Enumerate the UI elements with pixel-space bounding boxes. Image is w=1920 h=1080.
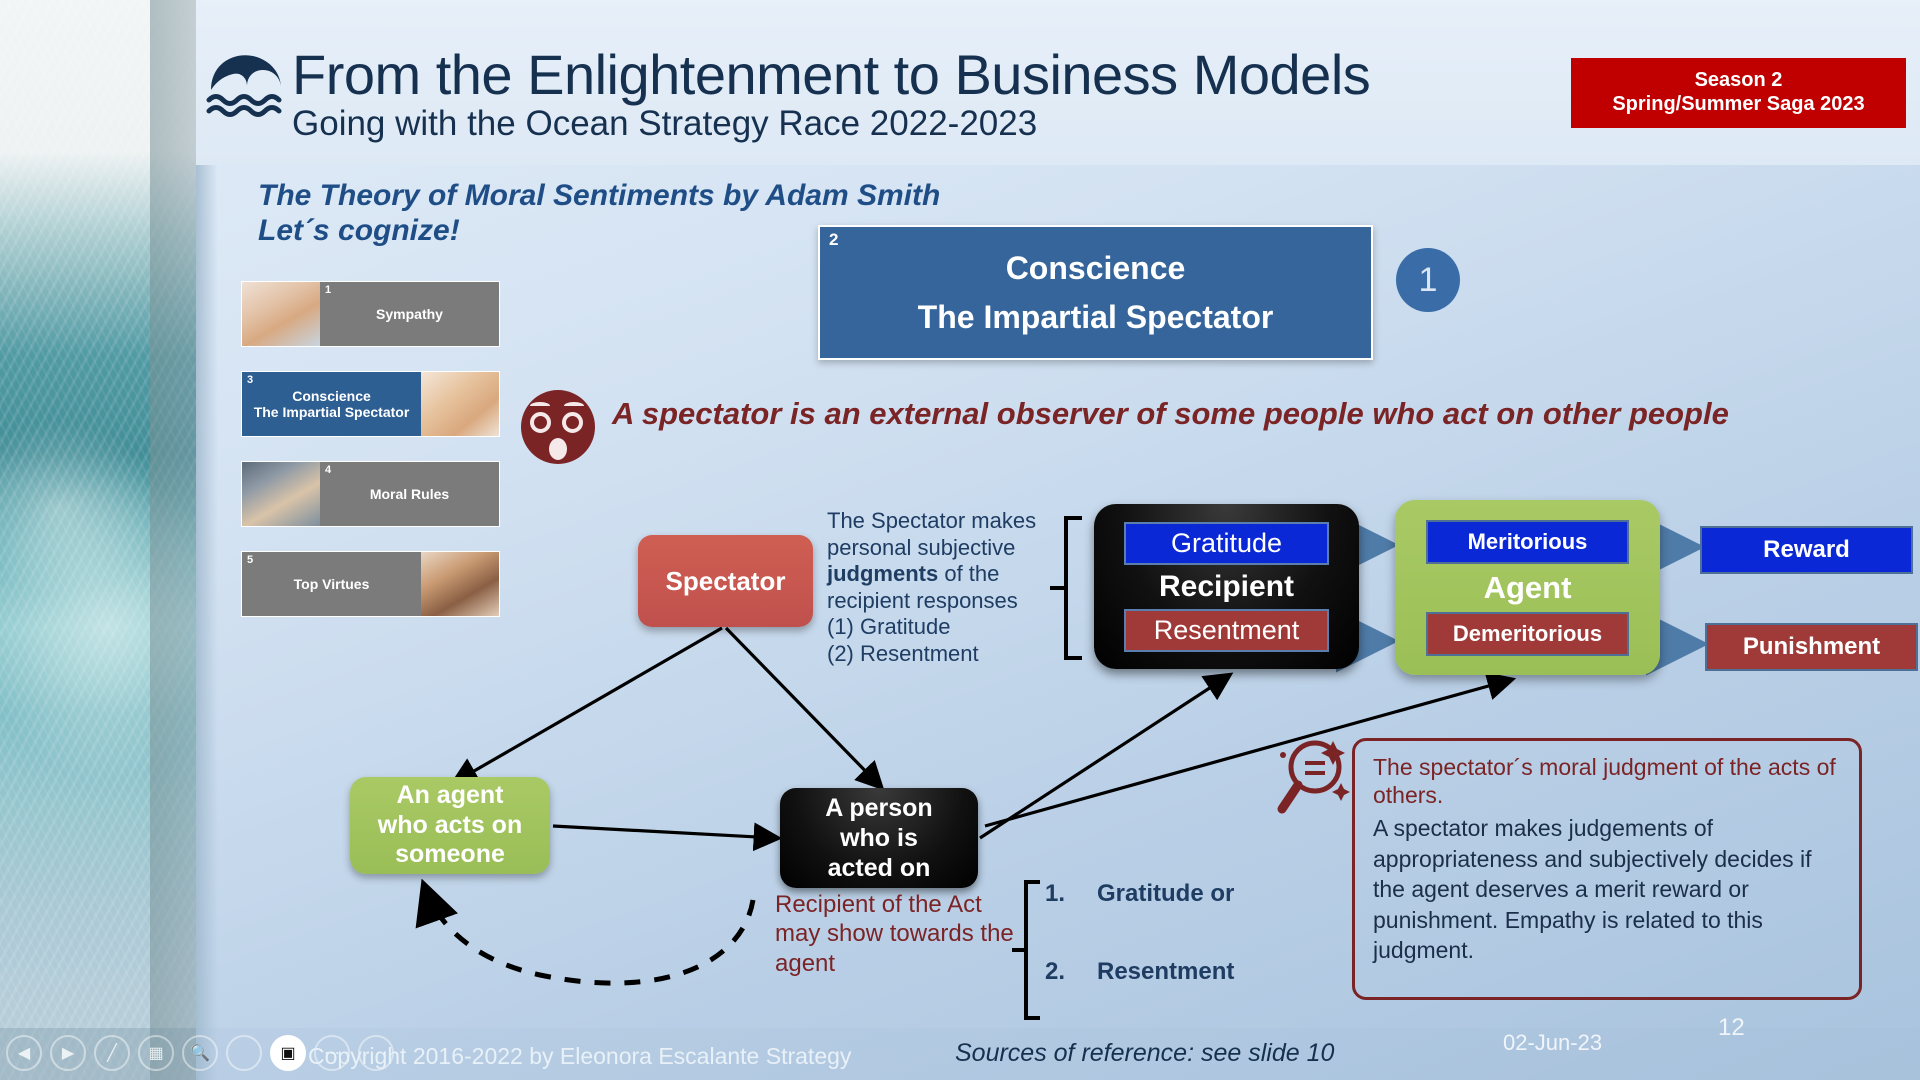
previous-slide-icon[interactable]: ◀ <box>6 1035 42 1071</box>
callout-highlight: The spectator´s moral judgment of the ac… <box>1373 754 1836 809</box>
cursor-icon[interactable] <box>358 1035 394 1071</box>
thumbnail-label-block-active: 3 Conscience The Impartial Spectator <box>242 372 421 436</box>
callout-box: The spectator´s moral judgment of the ac… <box>1352 738 1862 1000</box>
list-item[interactable]: 5 Top Virtues <box>241 551 500 617</box>
all-slides-icon[interactable]: ▦ <box>138 1035 174 1071</box>
section-heading: The Theory of Moral Sentiments by Adam S… <box>258 178 940 249</box>
response-number: 2. <box>1045 958 1066 985</box>
thumbnail-label-block: 5 Top Virtues <box>242 552 421 616</box>
camera-icon[interactable]: ▣ <box>270 1035 306 1071</box>
conscience-panel-number: 2 <box>829 230 839 249</box>
list-item[interactable]: 1 Sympathy <box>241 281 500 347</box>
magnifier-icon <box>1275 735 1351 819</box>
more-options-icon[interactable]: ⋯ <box>314 1035 350 1071</box>
section-heading-line2: Let´s cognize! <box>258 214 460 248</box>
reward-node[interactable]: Reward <box>1700 526 1913 574</box>
ocean-veil-overlay <box>150 0 196 1080</box>
person-acted-line3: acted on <box>827 854 931 882</box>
response-list: 1. Gratitude or 2. Resentment <box>1045 880 1285 986</box>
presentation-controls: ◀ ▶ ╱ ▦ 🔍 ▣ ⋯ <box>0 1034 420 1072</box>
agent-title: Agent <box>1483 569 1572 605</box>
thumbnail-label-line1: Conscience <box>292 387 371 404</box>
judgment-text-part1: The Spectator makes personal subjective <box>827 508 1037 560</box>
recipient-title: Recipient <box>1158 569 1295 603</box>
thumbnail-label: Conscience The Impartial Spectator <box>254 388 410 420</box>
judgment-item-2: (2) Resentment <box>827 641 979 667</box>
thumbnail-label: Top Virtues <box>293 575 370 592</box>
season-badge: Season 2 Spring/Summer Saga 2023 <box>1571 58 1906 128</box>
pen-icon[interactable]: ╱ <box>94 1035 130 1071</box>
thumbnail-label: Sympathy <box>376 305 443 322</box>
response-number: 1. <box>1045 880 1066 907</box>
response-label: Gratitude or <box>1097 880 1235 907</box>
judgment-text-bold: judgments <box>827 561 939 587</box>
sources-text: Sources of reference: see slide 10 <box>955 1039 1335 1067</box>
conscience-panel-line1: Conscience <box>1005 249 1186 286</box>
recipient-positive-chip: Gratitude <box>1124 521 1329 565</box>
conscience-panel-line2: The Impartial Spectator <box>917 298 1274 335</box>
spectator-definition-text: A spectator is an external observer of s… <box>612 396 1729 431</box>
thumbnail-photo <box>242 282 320 346</box>
surprised-face-icon <box>521 390 595 464</box>
agent-positive-chip: Meritorious <box>1426 519 1629 564</box>
thumbnail-number: 4 <box>325 464 332 476</box>
person-acted-node[interactable]: A person who is acted on <box>780 788 978 888</box>
slide-number: 12 <box>1718 1014 1745 1041</box>
section-heading-line1: The Theory of Moral Sentiments by Adam S… <box>258 179 941 212</box>
thumbnail-photo <box>242 462 320 526</box>
season-badge-line1: Season 2 <box>1694 69 1783 92</box>
blank-icon[interactable] <box>226 1035 262 1071</box>
agent-acts-line1: An agent <box>396 781 504 810</box>
judgment-description: The Spectator makes personal subjective … <box>827 508 1052 668</box>
copyright-text: Copyright 2016-2022 by Eleonora Escalant… <box>308 1043 852 1069</box>
page-title: From the Enlightenment to Business Model… <box>292 43 1371 106</box>
agent-node[interactable]: Meritorious Agent Demeritorious <box>1395 500 1660 675</box>
recipient-note: Recipient of the Act may show towards th… <box>775 891 1014 977</box>
page-subtitle: Going with the Ocean Strategy Race 2022-… <box>292 104 1038 143</box>
callout-body: A spectator makes judgements of appropri… <box>1373 815 1812 964</box>
agent-acts-line3: someone <box>395 840 505 869</box>
ocean-edge-fade <box>196 0 218 1080</box>
wave-logo-icon <box>205 48 295 122</box>
agent-negative-chip: Demeritorious <box>1426 611 1629 656</box>
thumbnail-number: 3 <box>247 374 254 386</box>
punishment-node[interactable]: Punishment <box>1705 623 1918 671</box>
thumbnail-label: Moral Rules <box>369 485 450 502</box>
thumbnail-number: 5 <box>247 554 254 566</box>
topic-thumbnail-list: 1 Sympathy 3 Conscience The Impartial Sp… <box>241 281 500 641</box>
response-label: Resentment <box>1097 958 1235 985</box>
list-item[interactable]: 3 Conscience The Impartial Spectator <box>241 371 500 437</box>
person-acted-line1: A person <box>825 794 933 822</box>
list-item[interactable]: 4 Moral Rules <box>241 461 500 527</box>
thumbnail-number: 1 <box>325 284 332 296</box>
recipient-negative-chip: Resentment <box>1124 608 1329 652</box>
thumbnail-photo <box>421 552 499 616</box>
season-badge-line2: Spring/Summer Saga 2023 <box>1612 93 1865 115</box>
conscience-panel: 2 Conscience The Impartial Spectator <box>818 225 1373 360</box>
spectator-node[interactable]: Spectator <box>638 535 813 627</box>
thumbnail-photo <box>421 372 499 436</box>
judgment-text-part2: of the recipient responses <box>827 561 1018 613</box>
next-slide-icon[interactable]: ▶ <box>50 1035 86 1071</box>
agent-acts-node[interactable]: An agent who acts on someone <box>350 777 550 874</box>
person-acted-line2: who is <box>840 824 918 852</box>
list-item: 1. Gratitude or <box>1045 880 1285 908</box>
agent-acts-line2: who acts on <box>377 810 523 839</box>
slide-date: 02-Jun-23 <box>1503 1030 1603 1055</box>
step-badge: 1 <box>1396 248 1460 312</box>
thumbnail-label-block: 4 Moral Rules <box>320 462 499 526</box>
zoom-icon[interactable]: 🔍 <box>182 1035 218 1071</box>
recipient-node[interactable]: Gratitude Recipient Resentment <box>1094 504 1359 669</box>
list-item: 2. Resentment <box>1045 958 1285 986</box>
thumbnail-label-line2: The Impartial Spectator <box>253 404 410 420</box>
thumbnail-label-block: 1 Sympathy <box>320 282 499 346</box>
judgment-item-1: (1) Gratitude <box>827 614 951 640</box>
